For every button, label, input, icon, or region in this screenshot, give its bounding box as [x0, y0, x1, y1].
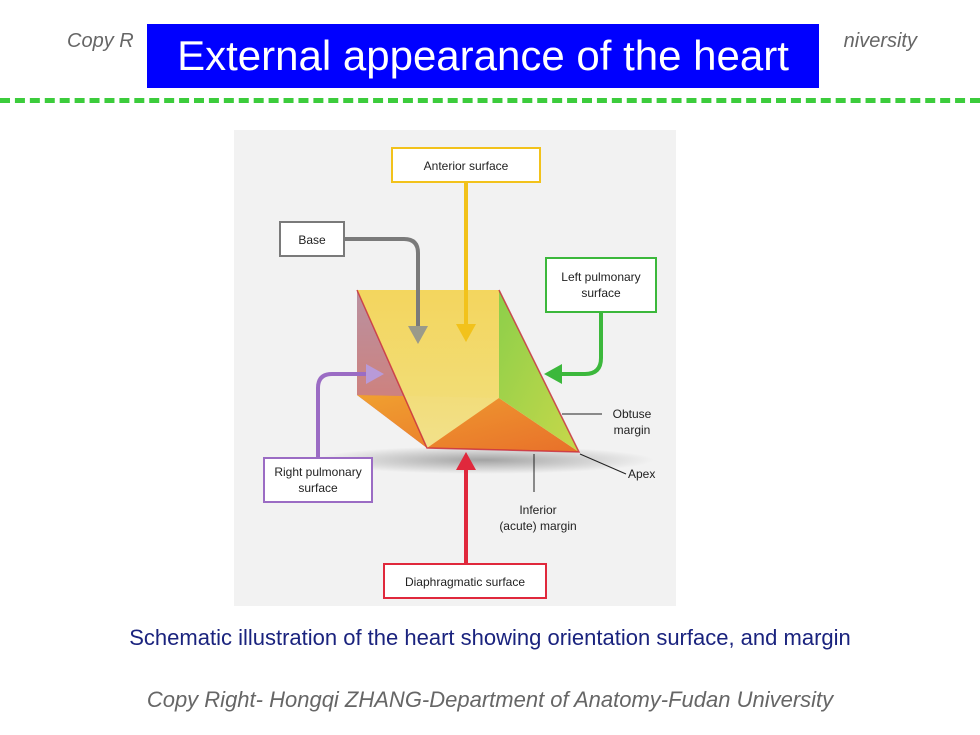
anterior-arrow-head: [456, 324, 476, 342]
copyright-top-right: niversity: [843, 30, 917, 52]
right-pulmonary-arrow-line: [316, 372, 368, 458]
base-arrow-line: [344, 237, 420, 328]
base-label: Base: [298, 233, 326, 247]
heart-diagram-svg: Anterior surface Base Left pulmonary sur…: [263, 147, 657, 599]
obtuse-margin-label-2: margin: [614, 423, 651, 437]
inferior-margin-label-1: Inferior: [519, 503, 556, 517]
anterior-surface-box: [391, 147, 541, 183]
diaphragmatic-arrow-head: [456, 452, 476, 470]
left-pulmonary-arrow-head: [544, 364, 562, 384]
left-pulmonary-box: [545, 257, 657, 313]
apex-leader: [579, 453, 627, 475]
anterior-surface-label: Anterior surface: [424, 159, 509, 173]
copyright-top-left: Copy R: [67, 30, 134, 52]
figure-caption: Schematic illustration of the heart show…: [129, 625, 851, 650]
obtuse-margin-label-1: Obtuse: [613, 407, 652, 421]
dashed-divider: [0, 98, 980, 103]
left-pulmonary-label-1: Left pulmonary: [561, 270, 640, 284]
diaphragmatic-surface-label: Diaphragmatic surface: [405, 575, 525, 589]
base-box: [279, 221, 345, 257]
acute-margin-edge: [356, 289, 581, 453]
right-pulmonary-label-1: Right pulmonary: [274, 465, 361, 479]
right-pulmonary-label-2: surface: [298, 481, 338, 495]
base-arrow-head: [408, 326, 428, 344]
left-pulmonary-arrow-line: [560, 312, 603, 376]
heart-diagram: Anterior surface Base Left pulmonary sur…: [234, 130, 676, 606]
page-title: External appearance of the heart: [147, 24, 819, 88]
base-top-face: [357, 290, 499, 398]
copyright-bottom: Copy Right- Hongqi ZHANG-Department of A…: [146, 687, 834, 712]
right-pulmonary-box: [263, 457, 373, 503]
copyright-top: Copy R niversity: [67, 30, 917, 53]
right-pulmonary-arrow-head: [366, 364, 384, 384]
diaphragmatic-surface-box: [383, 563, 547, 599]
apex-label: Apex: [628, 467, 655, 481]
inferior-margin-label-2: (acute) margin: [499, 519, 576, 533]
left-pulmonary-label-2: surface: [581, 286, 621, 300]
prism-shadow: [314, 446, 654, 474]
